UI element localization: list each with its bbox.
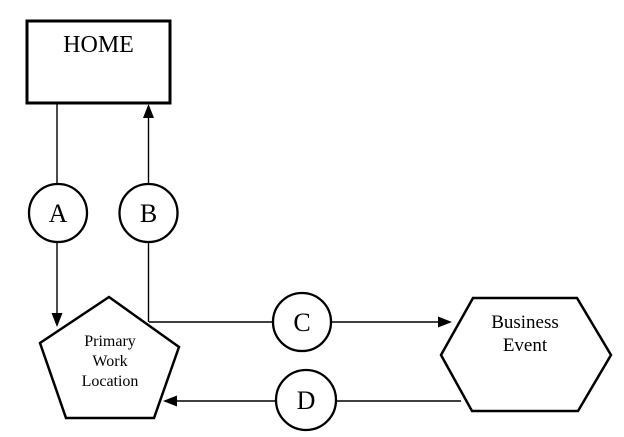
pentagon-shape: [38, 295, 181, 420]
pentagon-label-line-3: Location: [82, 373, 139, 390]
node-business-event: Business Event: [439, 296, 613, 413]
arrowhead-down-icon: [51, 313, 63, 327]
pentagon-label-line-1: Primary: [84, 333, 136, 350]
badge-circle-c: [271, 291, 333, 353]
edge-a: A: [27, 103, 89, 327]
node-primary-work-location: Primary Work Location: [38, 295, 181, 420]
badge-label-c: C: [293, 308, 310, 337]
badge-label-b: B: [140, 199, 157, 228]
hexagon-label-line-1: Business: [491, 312, 559, 333]
badge-circle-a: [27, 182, 89, 244]
home-label: HOME: [63, 32, 134, 58]
badge-label-d: D: [297, 386, 316, 415]
arrowhead-left-icon: [163, 395, 177, 407]
node-home: HOME: [25, 19, 172, 105]
edge-d: D: [163, 368, 461, 432]
badge-circle-d: [274, 368, 338, 432]
badge-circle-b: [118, 182, 179, 244]
home-rectangle: [25, 19, 172, 105]
hexagon-label-line-2: Event: [503, 335, 548, 356]
pentagon-label-line-2: Work: [92, 353, 127, 370]
edge-b: B: [118, 104, 179, 322]
arrowhead-right-icon: [438, 316, 452, 328]
arrowhead-up-icon: [143, 104, 154, 118]
hexagon-shape: [439, 296, 613, 413]
badge-label-a: A: [49, 199, 68, 228]
edge-c: C: [149, 291, 452, 353]
